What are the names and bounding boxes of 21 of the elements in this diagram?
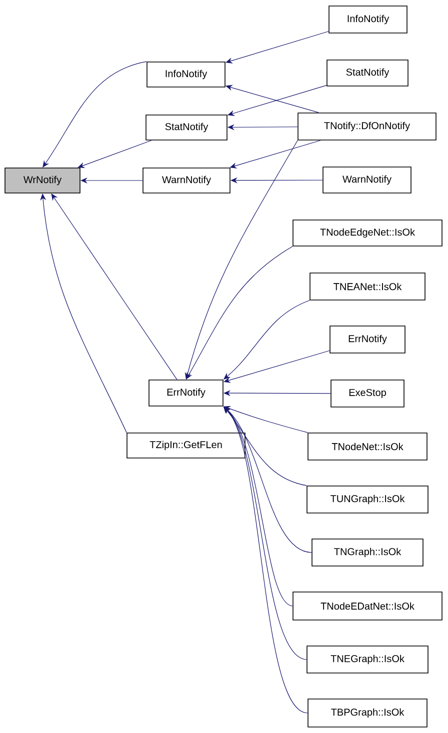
arrow xyxy=(78,140,152,168)
function-box: TNotify::DfOnNotify xyxy=(298,112,436,140)
function-box: TNEGraph::IsOk xyxy=(306,646,428,674)
function-box: ErrNotify xyxy=(148,380,224,406)
function-box: StatNotify xyxy=(326,60,408,86)
function-box: TUNGraph::IsOk xyxy=(306,486,428,514)
function-box: StatNotify xyxy=(146,114,228,140)
function-box: ExeStop xyxy=(330,380,404,408)
function-box: InfoNotify xyxy=(146,62,226,88)
function-box: WarnNotify xyxy=(142,168,230,194)
function-box: TBPGraph::IsOk xyxy=(308,698,428,728)
function-box: TNGraph::IsOk xyxy=(312,538,424,566)
function-box: TNEANet::IsOk xyxy=(310,272,426,300)
function-box: TZipIn::GetFLen xyxy=(126,432,246,458)
highlighted-function-box: WrNotify xyxy=(4,168,80,194)
function-box: TNodeNet::IsOk xyxy=(308,432,428,460)
function-box: InfoNotify xyxy=(328,6,408,34)
function-box: TNodeEdgeNet::IsOk xyxy=(292,220,442,246)
function-box: ErrNotify xyxy=(330,326,406,354)
function-box: TNodeEDatNet::IsOk xyxy=(292,592,442,620)
function-box: WarnNotify xyxy=(322,166,412,194)
